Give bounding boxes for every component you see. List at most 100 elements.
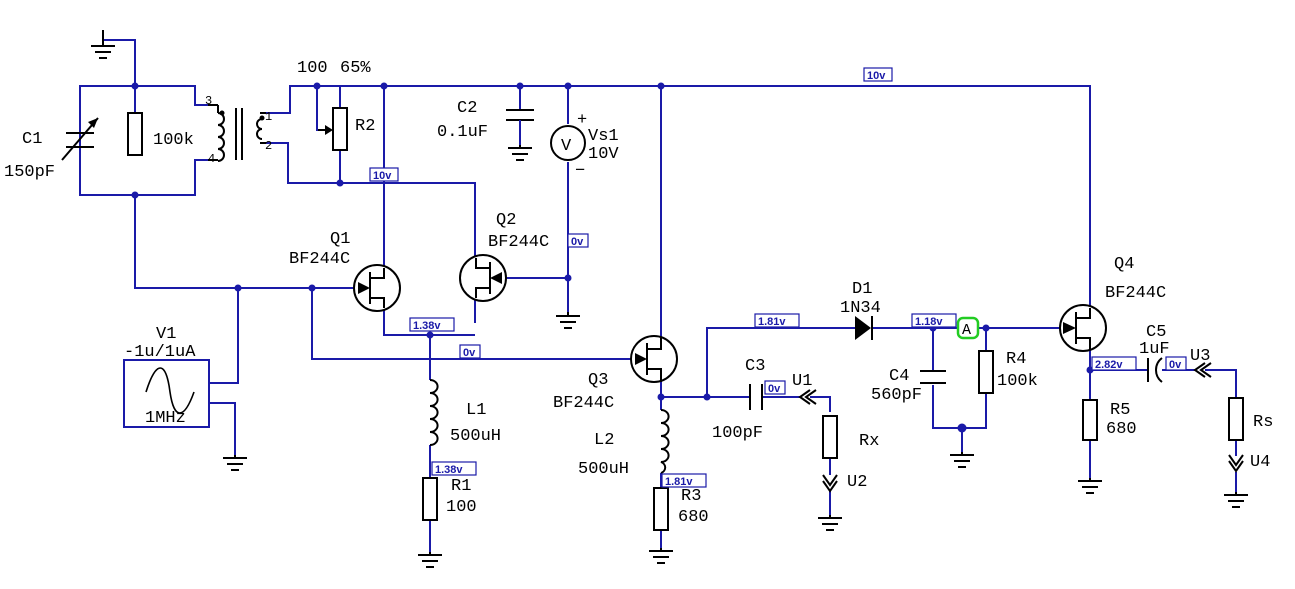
inductor-l1[interactable]: L1 500uH: [429, 379, 501, 446]
c5-value: 1uF: [1139, 340, 1170, 359]
l1-value: 500uH: [450, 427, 501, 446]
voltage-label: 0v: [1165, 356, 1187, 371]
ground-icon: [1224, 492, 1248, 508]
voltage-label: 1.18v: [911, 313, 957, 328]
jfet-q1[interactable]: Q1 BF244C: [289, 230, 401, 312]
resistor-r5[interactable]: R5 680: [1082, 399, 1137, 441]
c3-name: C3: [745, 357, 765, 376]
svg-text:1.38v: 1.38v: [435, 464, 463, 476]
tank-resistor-value: 100k: [153, 131, 194, 150]
resistor-tank[interactable]: 100k: [127, 112, 194, 156]
svg-text:1.81v: 1.81v: [665, 476, 693, 488]
r4-value: 100k: [997, 372, 1038, 391]
svg-text:10v: 10v: [867, 70, 886, 82]
c5-name: C5: [1146, 323, 1166, 342]
voltage-label: 10v: [369, 167, 399, 182]
c2-value: 0.1uF: [437, 123, 488, 142]
connector-u4[interactable]: U4: [1228, 453, 1270, 473]
r3-value: 680: [678, 508, 709, 527]
ground-icon: [950, 452, 974, 468]
c4-name: C4: [889, 367, 909, 386]
capacitor-c4[interactable]: C4 560pF: [871, 367, 946, 405]
voltage-label: 0v: [764, 380, 786, 395]
probe-a[interactable]: A: [956, 316, 980, 340]
c1-name: C1: [22, 130, 42, 149]
c1-value: 150pF: [4, 163, 55, 182]
r1-name: R1: [451, 477, 471, 496]
r2-name: R2: [355, 117, 375, 136]
voltage-label: 1.81v: [754, 313, 800, 328]
q4-name: Q4: [1114, 255, 1134, 274]
ground-symbols: [91, 30, 1248, 568]
resistor-r3[interactable]: R3 680: [653, 487, 709, 531]
inductor-l2[interactable]: L2 500uH: [578, 409, 670, 479]
svg-text:1.18v: 1.18v: [915, 316, 943, 328]
voltage-label: 10v: [863, 67, 893, 82]
jfet-q4[interactable]: Q4 BF244C: [1059, 255, 1166, 352]
voltage-label: 1.38v: [409, 317, 455, 332]
connector-u2[interactable]: U2: [822, 473, 867, 493]
voltage-source-vs1[interactable]: V + − Vs1 10V: [550, 111, 619, 181]
pin-3-label: 3: [205, 94, 212, 108]
pin-1-label: 1: [265, 110, 272, 124]
connector-u3[interactable]: U3: [1190, 347, 1212, 378]
d1-type: 1N34: [840, 299, 881, 318]
svg-text:10v: 10v: [373, 170, 392, 182]
diode-d1[interactable]: D1 1N34: [840, 280, 881, 340]
wires: [79, 39, 1237, 552]
current-source-v1[interactable]: V1 -1u/1uA 1MHz: [123, 325, 210, 428]
ground-icon: [649, 548, 673, 564]
ground-icon: [1078, 478, 1102, 494]
l2-value: 500uH: [578, 460, 629, 479]
svg-text:0v: 0v: [463, 347, 476, 359]
rs-name: Rs: [1253, 413, 1273, 432]
q1-name: Q1: [330, 230, 350, 249]
connector-u1[interactable]: U1: [792, 372, 817, 405]
v1-freq: 1MHz: [145, 409, 186, 428]
probe-a-label: A: [962, 322, 971, 339]
u3-name: U3: [1190, 347, 1210, 366]
r3-name: R3: [681, 487, 701, 506]
resistor-rx[interactable]: Rx: [822, 415, 879, 459]
ground-icon: [91, 30, 115, 59]
voltage-label: 0v: [459, 344, 481, 359]
vs1-minus: −: [575, 162, 585, 181]
capacitor-c5[interactable]: C5 1uF: [1139, 323, 1170, 383]
resistor-r1[interactable]: R1 100: [422, 477, 477, 521]
q4-type: BF244C: [1105, 284, 1166, 303]
voltage-label: 1.81v: [661, 473, 707, 488]
capacitor-c1[interactable]: C1 150pF: [4, 117, 99, 182]
capacitor-c2[interactable]: C2 0.1uF: [437, 99, 534, 142]
capacitor-c3[interactable]: C3 100pF: [712, 357, 765, 443]
r4-name: R4: [1006, 350, 1026, 369]
q1-type: BF244C: [289, 250, 350, 269]
potentiometer-r2[interactable]: 100 65% R2: [297, 59, 375, 151]
u2-name: U2: [847, 473, 867, 492]
q3-name: Q3: [588, 371, 608, 390]
transformer[interactable]: 3 4 1 2: [205, 94, 272, 166]
l2-name: L2: [594, 431, 614, 450]
resistor-r4[interactable]: R4 100k: [978, 350, 1038, 394]
vs1-name: Vs1: [588, 127, 619, 146]
v1-value: -1u/1uA: [124, 343, 196, 362]
rx-name: Rx: [859, 432, 879, 451]
vs1-value: 10V: [588, 145, 619, 164]
u4-name: U4: [1250, 453, 1270, 472]
voltage-label: 1.38v: [431, 461, 477, 476]
voltage-labels: 10v 10v 0v 1.38v 0v 1.38v 1.81v 0v 1.81v…: [369, 67, 1187, 488]
q2-name: Q2: [496, 211, 516, 230]
vs1-plus: +: [577, 111, 587, 130]
svg-text:2.82v: 2.82v: [1095, 359, 1123, 371]
voltmeter-icon: V: [561, 137, 572, 156]
svg-text:1.38v: 1.38v: [413, 320, 441, 332]
svg-text:0v: 0v: [1169, 359, 1182, 371]
resistor-rs[interactable]: Rs: [1228, 397, 1273, 441]
jfet-q2[interactable]: Q2 BF244C: [459, 211, 549, 302]
q2-type: BF244C: [488, 233, 549, 252]
svg-text:1.81v: 1.81v: [758, 316, 786, 328]
ground-icon: [556, 312, 580, 329]
jfet-q3[interactable]: Q3 BF244C: [553, 335, 678, 413]
pin-4-label: 4: [208, 152, 215, 166]
voltage-label: 2.82v: [1091, 356, 1137, 371]
ground-icon: [223, 455, 247, 471]
